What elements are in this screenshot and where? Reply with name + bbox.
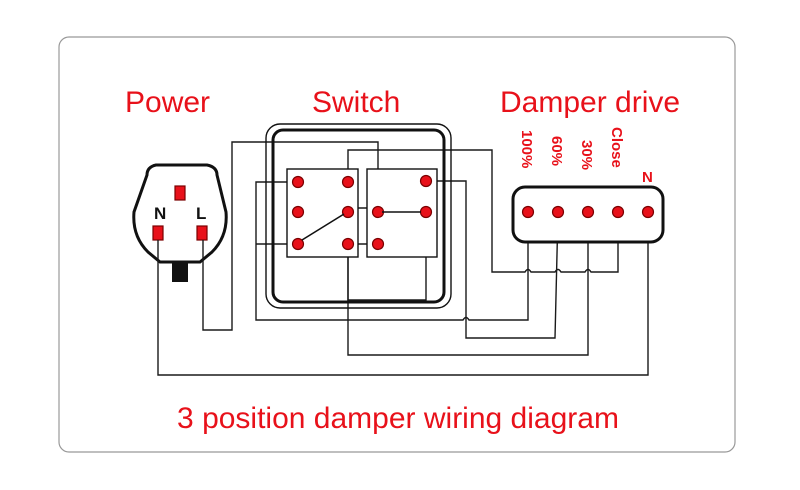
damper-terminal-30 [581,205,595,219]
damper-label-30: 30% [578,140,595,170]
damper-drive: 100% 60% 30% Close N [511,127,665,244]
damper-label-close: Close [608,127,625,168]
neutral-pin [152,225,164,241]
damper-terminal-60 [551,205,565,219]
earth-pin [174,185,186,201]
switch-inner-plate [271,128,446,304]
power-plug: N L [132,163,228,282]
plug-cable-grip [172,262,188,282]
damper-terminal-100 [521,205,535,219]
live-pin-label: L [196,204,206,223]
power-title: Power [125,86,210,119]
live-pin [196,225,208,241]
switch-left-mid-right-terminal [341,205,355,219]
switch-right-top-terminal [419,174,433,188]
switch-left-top-left-terminal [291,175,305,189]
neutral-pin-label: N [154,204,166,223]
damper-label-60: 60% [548,136,565,166]
wires [157,141,649,376]
switch-right-mid-terminal [419,205,433,219]
switch-outer-plate [265,123,452,309]
wire-close [347,149,619,273]
damper-terminal-n [641,205,655,219]
switch-title: Switch [312,86,400,119]
damper-label-100: 100% [518,130,535,168]
damper-terminal-close [611,205,625,219]
switch-left-bottom-left-terminal [291,237,305,251]
switch-left-mid-left-terminal [291,205,305,219]
neutral-wire [157,212,649,376]
damper-drive-title: Damper drive [500,86,680,119]
switch-left-lever [301,213,345,241]
diagram-caption: 3 position damper wiring diagram [177,402,619,435]
plug-body [132,163,228,264]
damper-label-n: N [642,169,653,186]
switch-left-top-right-terminal [341,175,355,189]
switch-unit [265,123,452,309]
wire-60 [426,180,559,339]
switch-right-bottom-terminal [371,237,385,251]
switch-left-bottom-right-terminal [341,237,355,251]
switch-right-common-terminal [371,205,385,219]
